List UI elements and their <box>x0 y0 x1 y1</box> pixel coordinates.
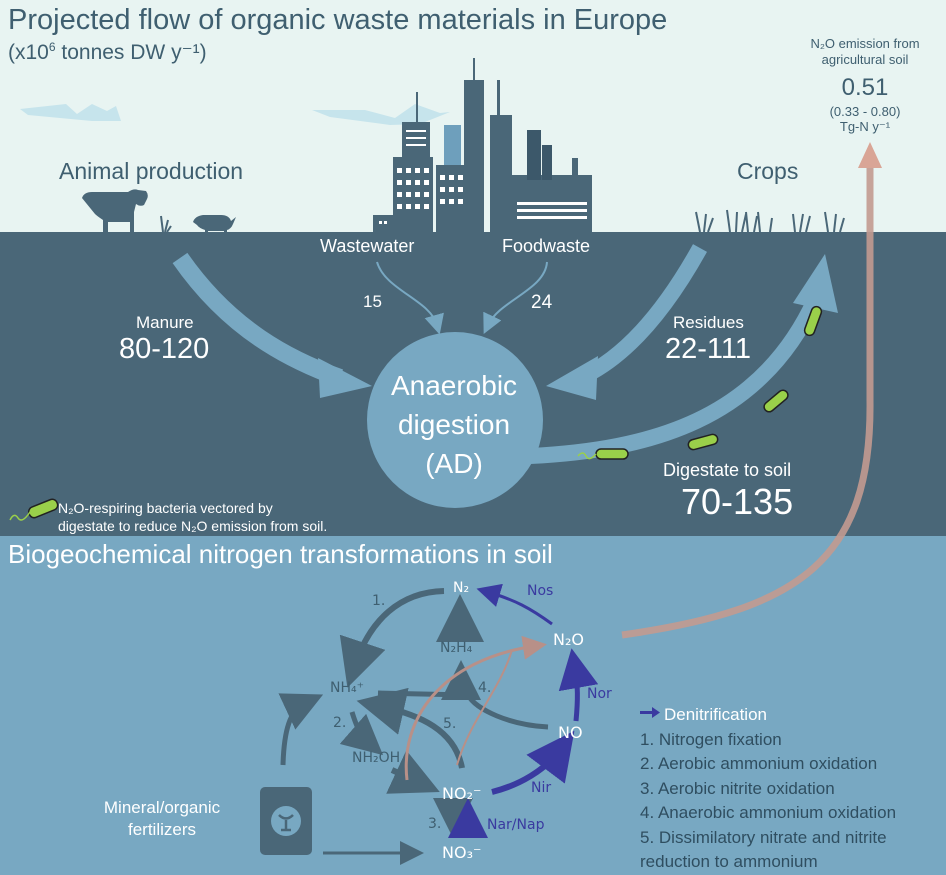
denitrification-arrows <box>448 583 660 838</box>
manure-label: Manure <box>136 313 194 332</box>
species-nh2oh: NH₂OH <box>352 750 401 766</box>
enzyme-nor: Nor <box>587 686 612 702</box>
manure-value: 80-120 <box>119 333 210 365</box>
step-2-label: 2. <box>333 715 347 731</box>
step-4-label: 4. <box>478 680 492 696</box>
enzyme-nar-nap: Nar/Nap <box>487 817 545 833</box>
foodwaste-flow-arrow <box>483 261 548 335</box>
soil-section-title: Biogeochemical nitrogen transformations … <box>8 539 553 569</box>
species-n2o: N₂O <box>553 630 584 649</box>
units-subtitle: (x106 tonnes DW y⁻¹) <box>8 40 207 64</box>
key-item: 5. Dissimilatory nitrate and nitrite <box>640 827 887 847</box>
foodwaste-value: 24 <box>531 292 553 313</box>
step-3-label: 3. <box>428 816 442 832</box>
emission-range: (0.33 - 0.80)Tg-N y⁻¹ <box>829 104 901 134</box>
wastewater-value: 15 <box>363 292 382 311</box>
key-item: 2. Aerobic ammonium oxidation <box>640 754 878 773</box>
digestate-flow-arrow <box>529 296 823 464</box>
key-item: reduction to ammonium <box>640 852 818 871</box>
bacteria-icon <box>9 305 823 521</box>
residues-label: Residues <box>673 313 744 332</box>
species-no: NO <box>558 723 583 742</box>
step-5-label: 5. <box>443 716 457 732</box>
emission-arrowhead <box>858 142 882 168</box>
enzyme-nos: Nos <box>527 583 554 599</box>
crops-label: Crops <box>737 158 799 184</box>
key-item: 4. Anaerobic ammonium oxidation <box>640 803 897 822</box>
wastewater-flow-arrow <box>376 261 444 335</box>
enzyme-nir: Nir <box>531 780 552 796</box>
cow-icon <box>82 189 148 234</box>
page-title: Projected flow of organic waste material… <box>8 4 668 36</box>
digestate-value: 70-135 <box>681 481 794 522</box>
emission-value: 0.51 <box>841 74 889 101</box>
grass-icon <box>160 215 172 233</box>
species-n2: N₂ <box>453 580 470 596</box>
process-key: Denitrification 1. Nitrogen fixation 2. … <box>640 703 896 875</box>
species-nh4: NH₄⁺ <box>330 680 365 696</box>
foodwaste-label: Foodwaste <box>502 236 591 256</box>
species-no3: NO₃⁻ <box>442 843 482 862</box>
pig-icon <box>193 215 236 235</box>
key-item: 1. Nitrogen fixation <box>640 729 782 749</box>
cloud-icon <box>20 104 450 125</box>
n2o-formation-arrows <box>404 635 547 781</box>
wastewater-label: Wastewater <box>320 236 415 256</box>
crops-icon <box>695 209 845 233</box>
anaerobic-digestion-circle <box>367 332 543 508</box>
species-no2: NO₂⁻ <box>442 784 482 803</box>
emission-arrow <box>621 160 874 639</box>
key-item: 3. Aerobic nitrite oxidation <box>640 778 835 798</box>
city-skyline-icon <box>373 58 592 232</box>
digestate-label: Digestate to soil <box>663 460 792 480</box>
fertilizer-bag-icon <box>260 787 312 855</box>
step-1-label: 1. <box>372 593 386 609</box>
key-denitrification: Denitrification <box>664 705 767 724</box>
residues-value: 22-111 <box>665 333 751 365</box>
species-n2h4: N₂H₄ <box>440 640 473 656</box>
nitrogen-cycle-arrows <box>278 588 549 865</box>
animal-production-label: Animal production <box>59 158 244 184</box>
